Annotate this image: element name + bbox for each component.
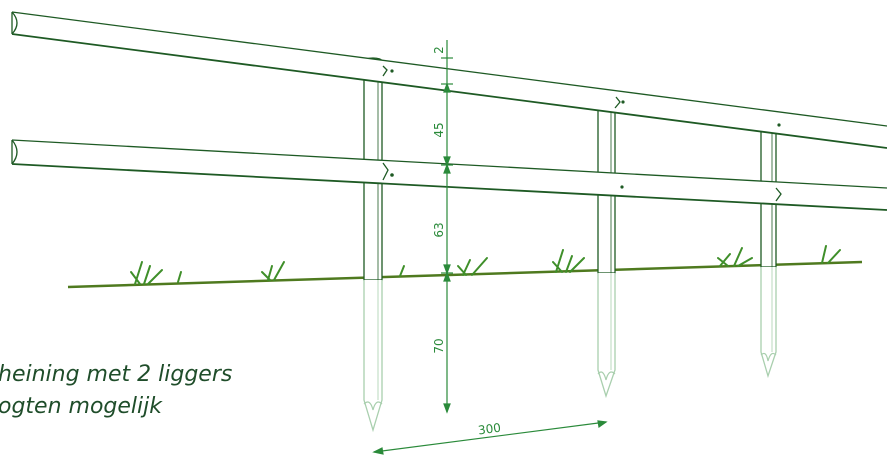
fence-post-1 <box>363 57 383 433</box>
rail-end-cut <box>11 139 18 165</box>
bottom-rail <box>11 139 887 211</box>
caption-line-2: ogten mogelijk <box>0 394 162 419</box>
top-rail <box>11 11 887 149</box>
dimension-label-below-ground: 70 <box>432 338 446 353</box>
caption-line-1: heining met 2 liggers <box>0 362 233 387</box>
grass-tuft <box>552 249 585 273</box>
rail-end-cut <box>11 11 18 35</box>
fence-post-2 <box>597 89 616 399</box>
post-below-ground <box>363 280 383 433</box>
fence-post-3 <box>760 114 777 379</box>
grass-tufts <box>130 245 841 285</box>
spacing-dimension <box>372 420 608 455</box>
dimension-label-rail-to-ground: 63 <box>432 222 446 237</box>
grass-tuft <box>130 261 163 285</box>
grass-tuft <box>821 245 841 264</box>
dimension-label-top-gap: 2 <box>432 46 446 54</box>
grass-tuft <box>261 261 285 281</box>
grass-tuft <box>399 265 405 277</box>
vertical-dimension <box>441 40 453 414</box>
grass-tuft <box>177 271 182 283</box>
grass-tuft <box>457 257 488 276</box>
grass-tuft <box>717 247 753 267</box>
dimension-label-between-rails: 45 <box>432 122 446 137</box>
dimension-label-post-spacing: 300 <box>477 421 502 438</box>
